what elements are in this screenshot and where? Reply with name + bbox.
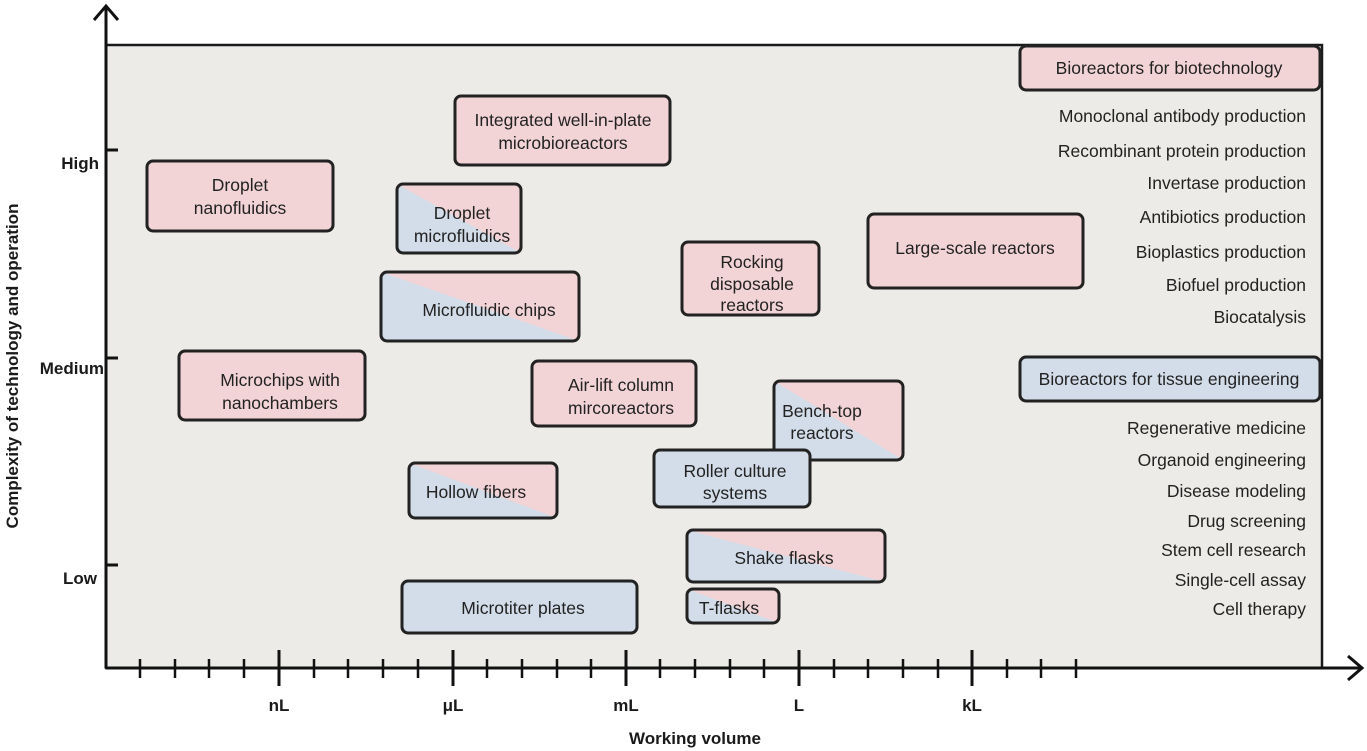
box-fill-pink [409, 463, 557, 518]
box-label: Rocking [720, 252, 783, 272]
x-tick-label-kl: kL [962, 696, 982, 715]
biotech-item: Biofuel production [1166, 275, 1306, 295]
box-outline [866, 212, 1085, 290]
box-outline [1018, 44, 1322, 92]
box-outline [407, 461, 559, 520]
box-outline [453, 94, 672, 167]
tissue-item: Cell therapy [1213, 599, 1307, 619]
box-label: Bench-top [782, 401, 862, 421]
x-axis [106, 650, 1365, 686]
box-fill-pink [774, 381, 903, 460]
box-fill-pink [687, 589, 779, 623]
box-label: Microfluidic chips [422, 300, 555, 320]
box-outline [772, 379, 905, 462]
biotech-item: Invertase production [1147, 173, 1306, 193]
box-large-scale-reactors: Large-scale reactors [866, 212, 1085, 290]
biotech-application-list: Monoclonal antibody production Recombina… [1058, 106, 1306, 327]
box-outline [400, 579, 639, 635]
y-axis-title: Complexity of technology and operation [3, 204, 22, 529]
box-label: T-flasks [699, 598, 760, 618]
box-label: Large-scale reactors [895, 238, 1055, 258]
y-tick-label-medium: Medium [40, 359, 104, 378]
box-bioreactors-biotech: Bioreactors for biotechnology [1018, 44, 1322, 92]
technology-boxes: Droplet nanofluidics Integrated well-in-pl… [145, 44, 1322, 635]
box-fill-pink [381, 272, 579, 341]
box-label: microfluidics [414, 226, 511, 246]
tissue-item: Drug screening [1187, 511, 1306, 531]
box-label: microbioreactors [498, 133, 628, 153]
box-fill-pink [397, 184, 521, 253]
tissue-item: Organoid engineering [1138, 450, 1306, 470]
box-label: systems [703, 483, 767, 503]
box-label: Droplet [434, 203, 491, 223]
x-tick-label-l: L [794, 696, 804, 715]
box-outline [685, 587, 781, 625]
box-bioreactors-tissue: Bioreactors for tissue engineering [1018, 355, 1322, 403]
box-label: Microchips with [220, 370, 340, 390]
box-label: nanochambers [222, 393, 338, 413]
biotech-item: Bioplastics production [1136, 242, 1306, 262]
box-integrated-well-in-plate: Integrated well-in-plate microbioreactors [453, 94, 672, 167]
x-axis-title: Working volume [629, 729, 761, 748]
biotech-item: Recombinant protein production [1058, 141, 1306, 161]
y-tick-label-low: Low [63, 569, 98, 588]
box-label: Droplet [212, 175, 269, 195]
box-microfluidic-chips: Microfluidic chips [379, 270, 581, 343]
box-shake-flasks: Shake flasks [685, 528, 887, 584]
box-label: Bioreactors for biotechnology [1056, 58, 1283, 78]
x-minor-ticks [138, 659, 1078, 678]
box-outline [1018, 355, 1322, 403]
box-label: Microtiter plates [461, 598, 585, 618]
box-hollow-fibers: Hollow fibers [407, 461, 559, 520]
biotech-item: Biocatalysis [1214, 307, 1307, 327]
box-label: mircoreactors [568, 398, 674, 418]
y-axis [92, 3, 120, 668]
box-t-flasks: T-flasks [685, 587, 781, 625]
biotech-item: Antibiotics production [1140, 207, 1306, 227]
box-microtiter-plates: Microtiter plates [400, 579, 639, 635]
tissue-item: Regenerative medicine [1127, 418, 1306, 438]
y-tick-label-high: High [61, 154, 99, 173]
box-outline [379, 270, 581, 343]
box-label: Integrated well-in-plate [474, 110, 651, 130]
box-outline [652, 448, 812, 509]
box-droplet-nanofluidics: Droplet nanofluidics [145, 159, 335, 233]
box-label: Roller culture [683, 461, 786, 481]
box-label: Bioreactors for tissue engineering [1039, 369, 1300, 389]
box-outline [685, 528, 887, 584]
x-tick-label-ml: mL [613, 696, 639, 715]
tissue-item: Single-cell assay [1175, 570, 1307, 590]
box-label: reactors [720, 295, 783, 315]
box-microchips-nanochambers: Microchips with nanochambers [177, 349, 367, 422]
x-tick-label-nl: nL [269, 696, 290, 715]
box-fill-pink [687, 530, 885, 582]
box-droplet-microfluidics: Droplet microfluidics [395, 182, 523, 255]
tissue-application-list: Regenerative medicine Organoid engineeri… [1127, 418, 1306, 619]
box-outline [530, 359, 698, 428]
box-outline [395, 182, 523, 255]
box-outline [680, 240, 821, 317]
box-label: Shake flasks [734, 548, 833, 568]
x-tick-label-ul: μL [443, 696, 464, 715]
x-major-ticks [277, 650, 974, 686]
box-label: reactors [790, 423, 853, 443]
box-label: Air-lift column [568, 375, 674, 395]
tissue-item: Stem cell research [1161, 540, 1306, 560]
box-label: disposable [710, 274, 794, 294]
box-outline [177, 349, 367, 422]
biotech-item: Monoclonal antibody production [1059, 106, 1306, 126]
box-air-lift-column: Air-lift column mircoreactors [530, 359, 698, 428]
box-outline [145, 159, 335, 233]
box-label: Hollow fibers [426, 482, 526, 502]
box-label: nanofluidics [194, 198, 287, 218]
tissue-item: Disease modeling [1167, 481, 1306, 501]
